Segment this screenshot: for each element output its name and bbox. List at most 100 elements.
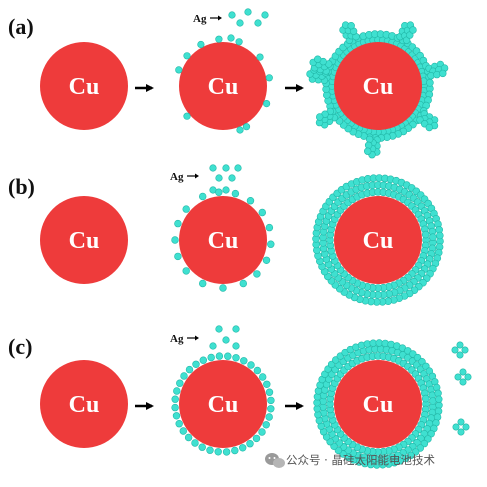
- silver-particle: [234, 164, 242, 172]
- silver-particle: [174, 219, 182, 228]
- silver-particle: [206, 446, 214, 454]
- silver-particle: [253, 366, 262, 375]
- silver-particle: [182, 267, 190, 275]
- silver-particle: [439, 69, 447, 78]
- silver-particle: [262, 256, 271, 264]
- silver-particle: [258, 208, 266, 217]
- silver-particle: [176, 379, 184, 387]
- silver-particle: [215, 352, 224, 360]
- silver-particle: [227, 34, 235, 42]
- copper-label: Cu: [208, 74, 239, 100]
- silver-particle: [209, 164, 217, 172]
- silver-particle: [456, 351, 464, 359]
- silver-particle: [365, 135, 374, 144]
- silver-particle: [207, 353, 215, 362]
- copper-particle: [334, 360, 422, 448]
- silver-particle: [452, 423, 460, 431]
- silver-particle: [425, 123, 433, 132]
- copper-particles: [40, 42, 422, 448]
- silver-particle: [236, 126, 244, 134]
- silver-particle: [214, 448, 222, 456]
- silver-particle: [451, 346, 459, 354]
- silver-particle: [215, 174, 223, 182]
- silver-particle: [459, 378, 467, 386]
- silver-particle: [256, 53, 264, 61]
- silver-particle: [180, 372, 188, 380]
- silver-particle: [232, 342, 240, 350]
- silver-particle: [314, 55, 322, 63]
- copper-label: Cu: [69, 392, 100, 418]
- panel-label-c: (c): [8, 334, 32, 359]
- silver-particle: [265, 413, 273, 421]
- silver-particle: [199, 279, 207, 288]
- silver-particle: [232, 325, 240, 333]
- panel-label-a: (a): [8, 14, 34, 39]
- silver-particle: [242, 123, 251, 131]
- silver-particle: [259, 373, 267, 381]
- silver-particle: [262, 421, 270, 429]
- silver-particle: [185, 365, 194, 374]
- silver-particle: [409, 26, 417, 34]
- silver-particle: [435, 231, 444, 240]
- silver-particle: [435, 395, 443, 403]
- silver-particle: [235, 38, 243, 46]
- copper-label: Cu: [208, 392, 239, 418]
- silver-particle: [175, 66, 183, 74]
- silver-particle: [454, 373, 462, 381]
- silver-particle: [246, 197, 255, 205]
- watermark-text: 公众号 · 晶硅太阳能电池技术: [286, 453, 435, 467]
- silver-particle: [179, 427, 188, 435]
- silver-particle: [456, 341, 464, 349]
- silver-particle: [265, 388, 274, 396]
- process-arrows: [135, 84, 304, 410]
- copper-label: Cu: [363, 228, 394, 254]
- silver-particle: [224, 352, 232, 360]
- silver-particle: [171, 403, 179, 412]
- silver-particle: [222, 164, 230, 172]
- silver-particle: [232, 354, 240, 362]
- silver-particle: [461, 346, 469, 354]
- silver-particle: [253, 270, 261, 278]
- silver-particle: [254, 19, 262, 27]
- silver-particle: [231, 189, 240, 198]
- silver-particles: [171, 8, 472, 456]
- silver-particle: [265, 74, 273, 82]
- silver-particle: [246, 440, 254, 448]
- silver-particle: [252, 434, 261, 443]
- silver-particle: [261, 11, 269, 19]
- copper-label: Cu: [69, 74, 100, 100]
- silver-particle: [199, 356, 208, 364]
- silver-particle: [222, 336, 230, 344]
- silver-particle: [263, 99, 271, 108]
- silver-label-arrowhead: [218, 15, 222, 21]
- copper-label: Cu: [363, 74, 394, 100]
- silver-particle: [222, 448, 231, 456]
- silver-particle: [421, 230, 430, 239]
- silver-particle: [215, 325, 223, 333]
- copper-label: Cu: [69, 228, 100, 254]
- silver-particle: [209, 342, 217, 350]
- silver-particle: [197, 40, 205, 49]
- silver-particle: [267, 240, 275, 248]
- copper-particle: [179, 360, 267, 448]
- silver-label: Ag: [193, 13, 207, 25]
- silver-particle: [183, 52, 191, 60]
- silver-particle: [236, 19, 244, 27]
- silver-particle: [464, 373, 472, 381]
- silver-particle: [459, 368, 467, 376]
- silver-particle: [215, 35, 223, 43]
- silver-particle: [219, 284, 227, 292]
- silver-particle: [247, 361, 255, 369]
- copper-particle: [40, 42, 128, 130]
- copper-particle: [334, 196, 422, 284]
- silver-particle: [347, 22, 355, 30]
- silver-particle: [244, 8, 252, 16]
- silver-particle: [228, 11, 236, 19]
- silver-particle: [421, 394, 430, 403]
- silver-particle: [263, 380, 271, 388]
- silver-particle: [462, 423, 470, 431]
- silver-label-arrowhead: [195, 173, 199, 179]
- silver-particle: [172, 412, 181, 420]
- silver-particle: [364, 147, 372, 155]
